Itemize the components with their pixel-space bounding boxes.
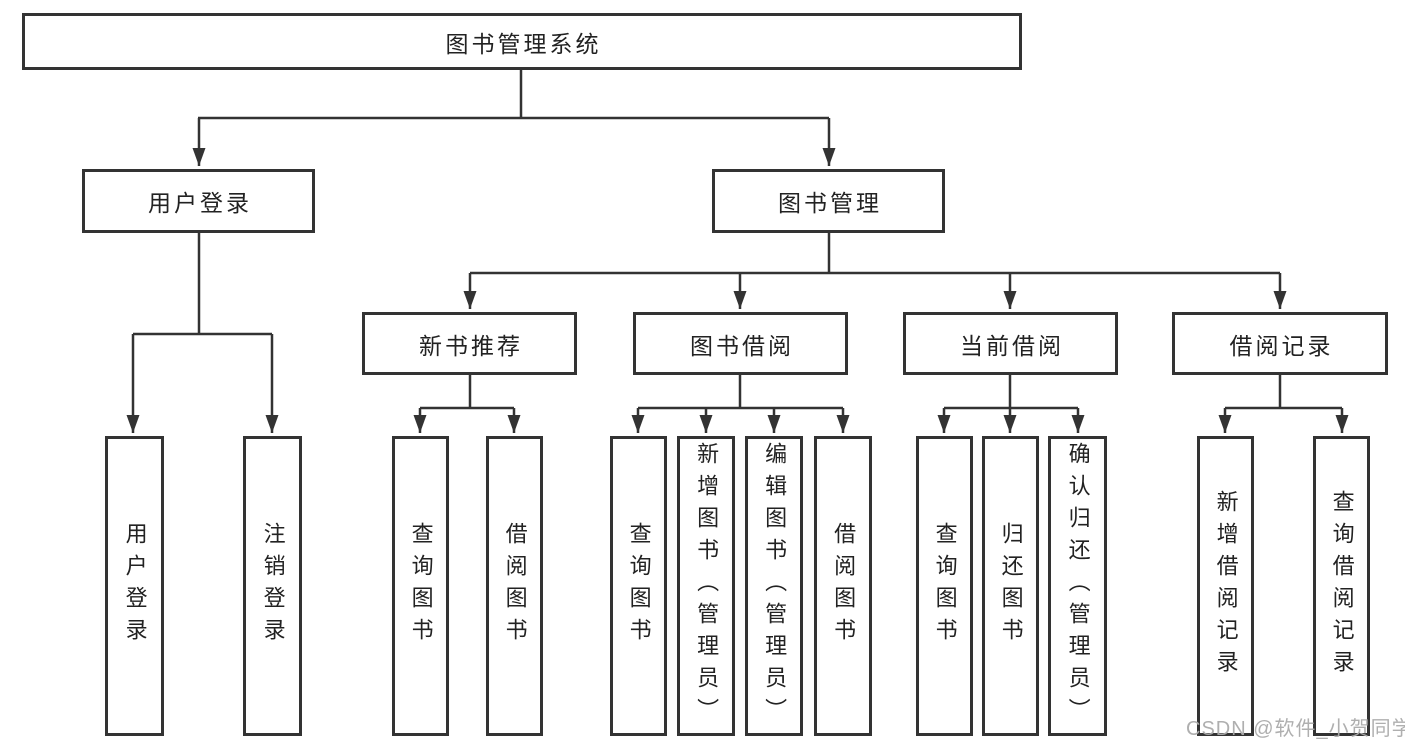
- leaf-query-books-borrow: 查询图书: [610, 436, 667, 736]
- node-library-management-system: 图书管理系统: [22, 13, 1022, 70]
- node-label: 新书推荐: [419, 332, 523, 359]
- node-label: 图书管理系统: [445, 30, 602, 57]
- node-label: 当前借阅: [960, 332, 1064, 359]
- leaf-return-books: 归还图书: [982, 436, 1039, 736]
- leaf-label: 查询图书: [626, 522, 652, 650]
- leaf-label: 借阅图书: [831, 522, 857, 650]
- leaf-add-borrow-record: 新增借阅记录: [1197, 436, 1254, 736]
- leaf-label: 用户登录: [122, 522, 148, 650]
- leaf-borrow-books-recommend: 借阅图书: [486, 436, 543, 736]
- leaf-label: 归还图书: [998, 522, 1024, 650]
- node-new-book-recommend: 新书推荐: [362, 312, 577, 375]
- leaf-add-books-admin: 新增图书（管理员）: [677, 436, 735, 736]
- node-current-borrow: 当前借阅: [903, 312, 1118, 375]
- node-label: 图书借阅: [690, 332, 794, 359]
- node-label: 用户登录: [148, 190, 252, 216]
- leaf-label: 查询图书: [408, 522, 434, 650]
- leaf-label: 新增图书（管理员）: [694, 442, 720, 730]
- node-label: 图书管理: [778, 190, 882, 216]
- leaf-label: 编辑图书（管理员）: [762, 442, 788, 730]
- node-label: 借阅记录: [1229, 332, 1334, 359]
- node-book-borrow: 图书借阅: [633, 312, 848, 375]
- leaf-query-books-current: 查询图书: [916, 436, 973, 736]
- leaf-borrow-books: 借阅图书: [814, 436, 872, 736]
- leaf-label: 新增借阅记录: [1213, 490, 1239, 682]
- leaf-label: 确认归还（管理员）: [1065, 442, 1091, 730]
- leaf-user-login: 用户登录: [105, 436, 164, 736]
- leaf-edit-books-admin: 编辑图书（管理员）: [745, 436, 803, 736]
- leaf-label: 查询借阅记录: [1329, 490, 1355, 682]
- leaf-label: 注销登录: [260, 522, 286, 650]
- leaf-label: 借阅图书: [502, 522, 528, 650]
- node-book-management: 图书管理: [712, 169, 945, 233]
- leaf-query-borrow-record: 查询借阅记录: [1313, 436, 1370, 736]
- leaf-query-books-recommend: 查询图书: [392, 436, 449, 736]
- leaf-logout: 注销登录: [243, 436, 302, 736]
- node-borrow-records: 借阅记录: [1172, 312, 1388, 375]
- node-user-login: 用户登录: [82, 169, 315, 233]
- leaf-confirm-return-admin: 确认归还（管理员）: [1048, 436, 1107, 736]
- leaf-label: 查询图书: [932, 522, 958, 650]
